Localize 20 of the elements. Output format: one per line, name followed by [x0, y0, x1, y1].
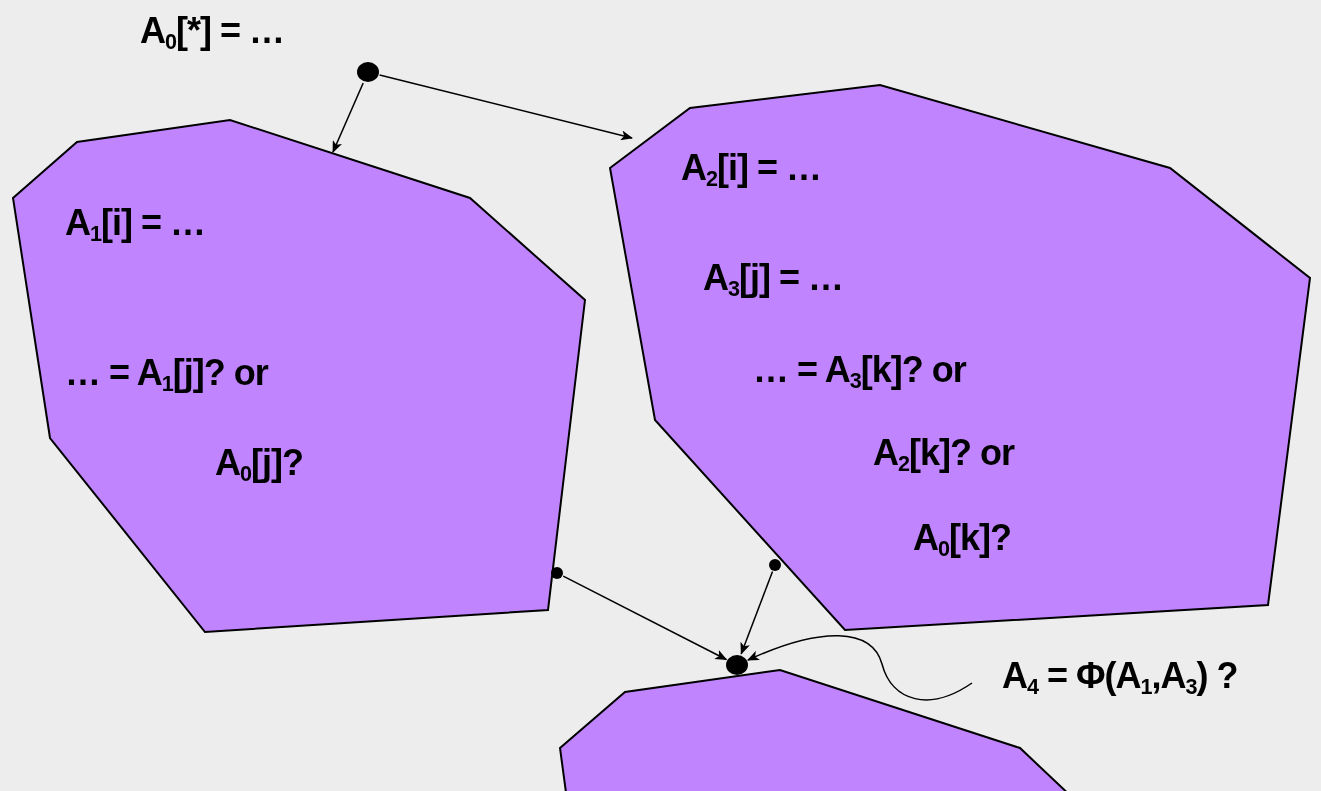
formula-text: A$_{4}$ = Φ(A$_{1}$,A$_{3}$) ? — [1002, 655, 1238, 697]
formula-text: A$_{0}$[j]? — [215, 442, 303, 484]
formula-text: A$_{0}$[*] = … — [140, 10, 285, 52]
formula-text: A$_{2}$[k]? or — [873, 432, 1014, 474]
formula-text: A$_{0}$[k]? — [913, 517, 1011, 559]
formula-text: … = A$_{3}$[k]? or — [753, 349, 966, 391]
arrow — [332, 82, 364, 153]
junction-dot — [726, 655, 748, 675]
arrow — [378, 74, 633, 141]
junction-dot — [769, 559, 781, 571]
formula-text: … = A$_{1}$[j]? or — [65, 352, 268, 394]
polygon-region — [610, 85, 1310, 630]
formula-text: A$_{1}$[i] = … — [65, 202, 206, 244]
junction-dot — [357, 62, 379, 82]
arrow — [740, 570, 774, 655]
arrow — [747, 635, 973, 701]
formula-text: A$_{3}$[j] = … — [703, 257, 844, 299]
formula-text: A$_{2}$[i] = … — [681, 147, 822, 189]
arrow — [562, 575, 728, 661]
polygon-region — [13, 120, 585, 632]
